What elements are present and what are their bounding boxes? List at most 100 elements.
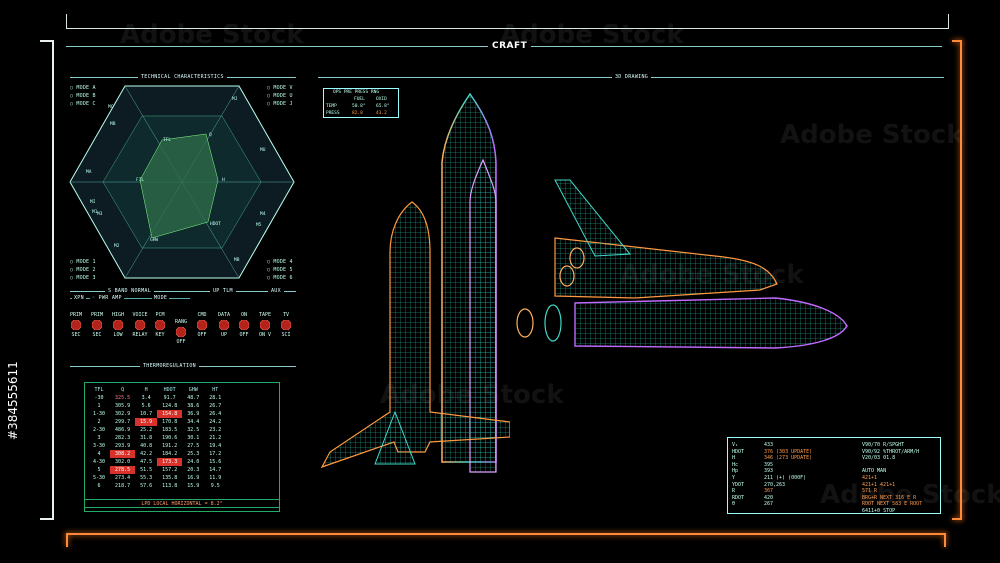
- info-cell: AUTO MAN: [862, 468, 887, 475]
- mode-item[interactable]: ○ MODE 3: [70, 275, 96, 281]
- thermo-cell: 218.7: [115, 483, 131, 489]
- left-frame-tick-bottom: [40, 518, 54, 520]
- mode-item[interactable]: ○ MODE C: [70, 101, 96, 107]
- sband-switch-button[interactable]: [176, 327, 186, 337]
- page-title: CRAFT: [488, 41, 532, 51]
- sband-switch-button[interactable]: [260, 320, 270, 330]
- thermo-cell: 9.5: [210, 483, 220, 489]
- thermo-cell: 154.8: [157, 410, 183, 418]
- sband-switch-button[interactable]: [92, 320, 102, 330]
- sband-switch-button[interactable]: [155, 320, 165, 330]
- watermark: Adobe Stock: [780, 120, 964, 150]
- thermo-cell: 10.7: [140, 411, 153, 417]
- info-cell: V90/70 R/SPGHT: [862, 442, 905, 448]
- sband-switch-bottom-label: SCI: [281, 332, 291, 338]
- sband-switch-button[interactable]: [239, 320, 249, 330]
- info-cell: 346 (273 UPDATE): [764, 455, 813, 462]
- mode-item[interactable]: ○ MODE A: [70, 85, 96, 91]
- thermo-cell: 3-30: [93, 443, 106, 449]
- mode-item[interactable]: ○ MODE B: [70, 93, 96, 99]
- nozzle: [569, 247, 585, 269]
- radar-label: MJ: [232, 97, 238, 102]
- thermo-cell: 25.2: [140, 427, 153, 433]
- mode-item[interactable]: ○ MODE 6: [267, 275, 293, 281]
- shuttle-vertical-wireframe: [320, 92, 510, 473]
- sband-switch-top-label: TV: [282, 312, 290, 318]
- sband-switch-top-label: HIGH: [111, 312, 125, 318]
- thermo-cell: 40.8: [140, 443, 153, 449]
- sband-switch-button[interactable]: [113, 320, 123, 330]
- right-frame-line: [960, 40, 962, 520]
- info-cell: θ: [732, 501, 736, 508]
- mode-item[interactable]: ○ MODE 5: [267, 267, 293, 273]
- info-cell: V₁: [732, 442, 739, 448]
- thermo-cell: 486.9: [115, 427, 131, 433]
- watermark: Adobe Stock: [820, 480, 1000, 510]
- drawing-title: 3D DRAWING: [612, 74, 652, 80]
- mode-item[interactable]: ○ MODE 4: [267, 259, 293, 265]
- radar-hexagon-chart: [69, 85, 295, 279]
- info-cell: Hp: [732, 468, 739, 475]
- info-cell: 393: [764, 468, 774, 475]
- mode-item[interactable]: ○ MODE 2: [70, 267, 96, 273]
- mode-list-left-bottom: ○ MODE 1 ○ MODE 2 ○ MODE 3: [70, 258, 96, 282]
- sband-switch-top-label: PRIM: [69, 312, 83, 318]
- info-cell: BRG+R NEXT 316 E R: [862, 494, 917, 501]
- mode-item[interactable]: ○ MODE V: [267, 85, 293, 91]
- info-cell: ROOT NEXT 583 E ROOT: [862, 501, 923, 508]
- info-cell: 395: [764, 461, 774, 468]
- thermo-cell: 308.2: [110, 450, 136, 458]
- orbiter: [320, 201, 510, 469]
- thermo-cell: 31.8: [140, 435, 153, 441]
- sband-switch-bottom-label: OFF: [239, 332, 249, 338]
- thermo-footer: LPD LOCAL HORIZONTAL = 8.2°: [84, 499, 280, 508]
- sband-switch-button[interactable]: [197, 320, 207, 330]
- info-cell: 6411+0 STOP: [862, 508, 896, 514]
- top-frame-tick-right: [948, 14, 949, 29]
- info-cell: 270,263: [764, 481, 786, 488]
- mode-item[interactable]: ○ MODE J: [267, 101, 293, 107]
- thermo-cell: 42.2: [140, 451, 153, 457]
- thermo-cell: 3: [97, 435, 101, 441]
- thermo-cell: 278.5: [110, 466, 136, 474]
- info-cell: V90/92 %THROT/ARM/H: [862, 448, 920, 455]
- thermo-cell: 113.8: [162, 483, 178, 489]
- thermo-cell: 55.3: [140, 475, 153, 481]
- radar-label: MI: [90, 200, 96, 205]
- thermo-cell: 24.2: [209, 419, 222, 425]
- sband-switch-button[interactable]: [219, 320, 229, 330]
- ops-row-press: PRESS: [326, 111, 340, 116]
- sband-switch-bottom-label: SEC: [71, 332, 81, 338]
- top-frame-tick-left: [66, 14, 67, 29]
- info-cell: 421+1 421+1: [862, 481, 896, 488]
- thermo-cell: 24.0: [187, 459, 200, 465]
- watermark: Adobe Stock: [120, 20, 304, 50]
- sband-switch-button[interactable]: [71, 320, 81, 330]
- mode-item[interactable]: ○ MODE U: [267, 93, 293, 99]
- mode-item[interactable]: ○ MODE 1: [70, 259, 96, 265]
- orbiter-side: [554, 237, 778, 299]
- sband-switch-button[interactable]: [135, 320, 145, 330]
- radar-label: M5: [256, 223, 262, 228]
- radar-label: MU: [260, 148, 266, 153]
- sband-switch-bottom-label: OFF: [176, 339, 186, 345]
- thermo-cell: 36.9: [187, 411, 200, 417]
- thermo-cell: 5: [97, 467, 101, 473]
- sband-sub-line: [70, 298, 190, 299]
- thermo-cell: 299.7: [115, 419, 131, 425]
- sband-switch-bottom-label: UP: [220, 332, 228, 338]
- ops-temp-fuel: 50.8°: [352, 104, 366, 109]
- thermo-cell: 6: [97, 483, 101, 489]
- sband-switch-bottom-label: KEY: [155, 332, 165, 338]
- info-cell: 267: [764, 501, 774, 508]
- sband-switch-button[interactable]: [281, 320, 291, 330]
- thermo-column-header: HDOT: [163, 387, 176, 393]
- sband-switch-top-label: CMD: [197, 312, 207, 318]
